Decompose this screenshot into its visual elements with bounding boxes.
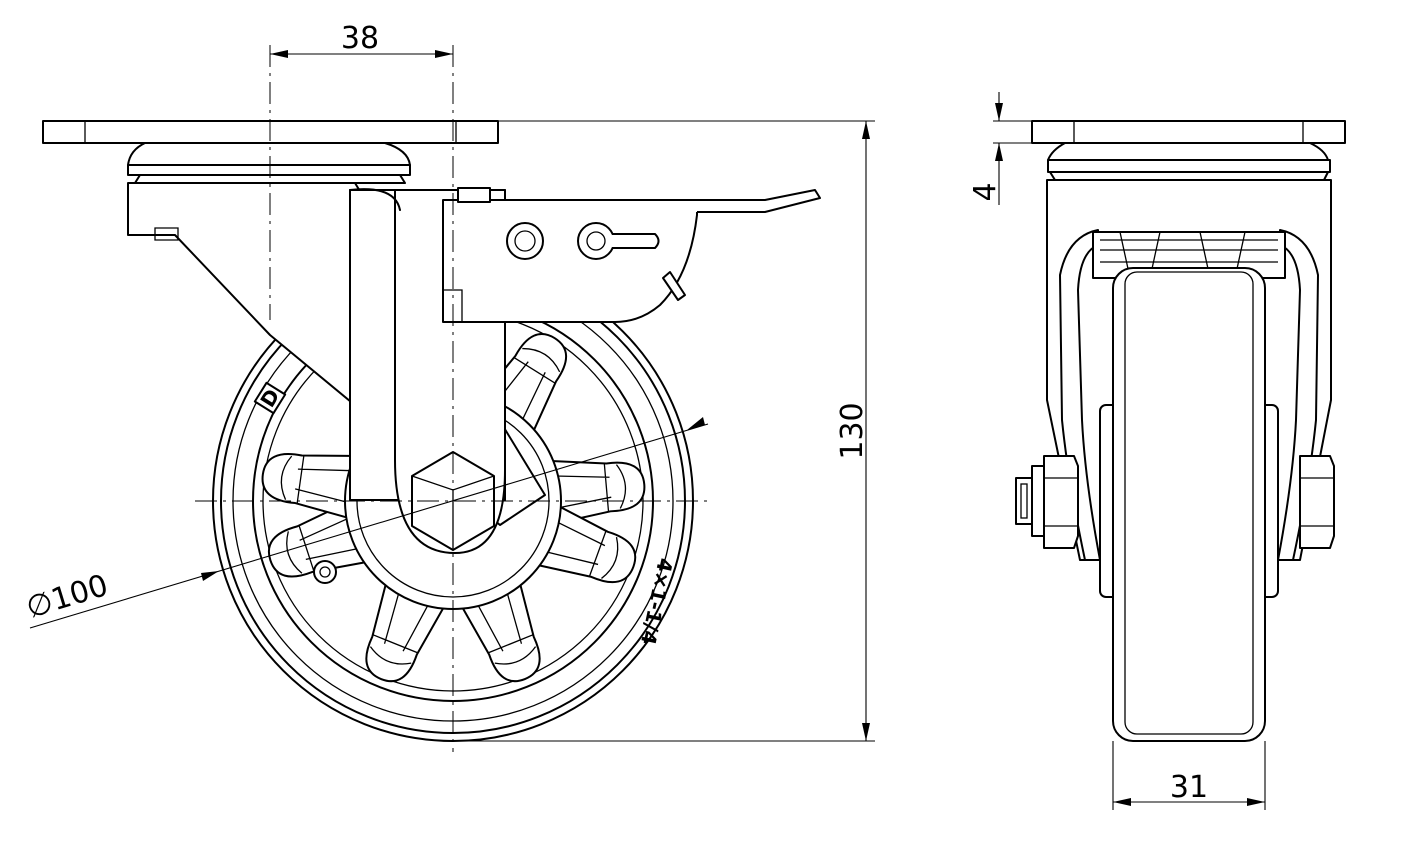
dimension-offset: 38 xyxy=(270,21,453,58)
front-center-lines xyxy=(195,45,712,752)
front-view: D 4×1-1/4 38 130 xyxy=(22,21,875,752)
dim-height-label: 130 xyxy=(835,402,870,459)
side-view: 4 31 xyxy=(968,92,1346,810)
side-wheel xyxy=(1099,267,1279,742)
dim-thickness-label: 4 xyxy=(968,182,1003,201)
dimension-wheel-width: 31 xyxy=(1112,741,1266,810)
dimension-height: 130 xyxy=(453,120,875,742)
brake-lever xyxy=(442,187,821,323)
side-top-plate xyxy=(1031,120,1346,181)
side-axle-nut-right xyxy=(1299,455,1335,549)
dimension-plate-thickness: 4 xyxy=(968,92,1032,205)
dim-width-label: 31 xyxy=(1170,770,1208,805)
brand-logo: D xyxy=(255,385,284,412)
side-axle-nut-left xyxy=(1015,455,1079,549)
dim-offset-label: 38 xyxy=(341,21,379,56)
logo-mark xyxy=(313,560,337,584)
